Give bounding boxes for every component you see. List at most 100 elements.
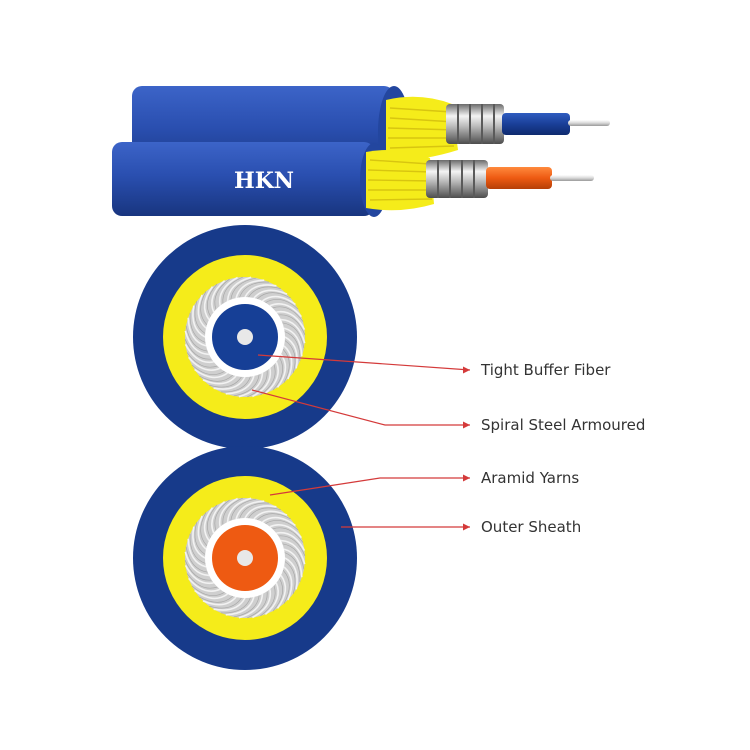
armor-spiral-shadow	[186, 352, 218, 368]
armor-spiral-shadow	[200, 291, 208, 325]
armor-spiral-shadow	[222, 276, 243, 304]
armor-spiral-shadow	[282, 570, 290, 604]
armor-spiral-shadow	[230, 498, 257, 521]
armor-spiral-shadow	[220, 597, 251, 614]
armor-spiral-shadow	[194, 301, 206, 334]
armor-spiral-shadow	[284, 340, 296, 373]
armor-spiral-shadow	[278, 314, 306, 335]
armor-spiral-strand	[276, 531, 306, 551]
armor-spiral-strand	[244, 505, 277, 519]
fiber-lower	[550, 175, 594, 181]
armor-spiral-shadow	[189, 312, 206, 343]
armor-spiral-shadow	[284, 561, 296, 594]
armor-spiral-strand	[192, 526, 206, 559]
armor-spiral-strand	[238, 372, 264, 398]
armor-spiral-shadow	[272, 527, 304, 543]
armor-spiral-strand	[187, 577, 221, 592]
armor-spiral-strand	[202, 375, 237, 385]
armor-spiral-strand	[238, 593, 264, 619]
arrow-spiral-steel	[463, 421, 470, 429]
armor-spiral-shadow	[248, 286, 281, 298]
arrow-tight-buffer	[463, 366, 470, 374]
armor-spiral-shadow	[206, 504, 218, 538]
armor-spiral-shadow	[209, 597, 242, 609]
armor-spiral-strand	[276, 574, 287, 609]
armor-spiral-shadow	[206, 283, 218, 317]
armor-spiral-shadow	[233, 595, 260, 618]
cross-fiber-lower	[237, 550, 253, 566]
armor-spiral-strand	[253, 510, 288, 520]
armor-spiral-shadow	[189, 533, 206, 564]
armor-spiral-strand	[261, 295, 296, 306]
armor-spiral-shadow	[247, 591, 268, 619]
armor-spiral-shadow	[185, 546, 208, 573]
armor-spiral-strand	[283, 345, 293, 380]
armor-spiral-strand	[253, 289, 288, 299]
armor-spiral-shadow	[220, 376, 251, 393]
armor-lower	[426, 160, 488, 198]
label-spiral-steel-armoured: Spiral Steel Armoured	[481, 416, 645, 434]
armor-spiral-shadow	[200, 512, 208, 546]
leader-aramid-yarns	[269, 477, 470, 496]
leader-lines	[251, 354, 471, 531]
armor-spiral-strand	[269, 303, 303, 318]
brand-logo: HKN	[234, 168, 294, 194]
tight-buffer-orange-tube	[486, 167, 552, 189]
armor-spiral-shadow	[282, 322, 305, 349]
outer-sheath-lower	[112, 142, 374, 216]
armor-spiral-strand	[276, 310, 306, 330]
armor-spiral-strand	[211, 500, 226, 534]
armor-spiral-strand	[264, 582, 279, 616]
armor-upper	[446, 104, 504, 144]
armor-spiral-strand	[197, 294, 207, 329]
armor-spiral-strand	[280, 539, 306, 565]
armor-spiral-shadow	[191, 364, 225, 376]
armor-spiral-strand	[184, 551, 210, 577]
armor-spiral-shadow	[191, 585, 225, 597]
armor-spiral-strand	[187, 317, 207, 347]
armor-spiral-strand	[203, 286, 214, 321]
armor-spiral-shadow	[282, 543, 305, 570]
armor-spiral-shadow	[214, 278, 230, 310]
cross-fiber-upper	[237, 329, 253, 345]
armor-spiral-upper	[184, 276, 306, 398]
armor-spiral-strand	[202, 596, 237, 606]
armor-spiral-shadow	[233, 374, 260, 397]
armor-spiral-strand	[283, 548, 303, 578]
armor-spiral-shadow	[257, 513, 291, 521]
armor-spiral-strand	[283, 327, 303, 357]
armor-spiral-shadow	[265, 519, 299, 531]
aramid-yarn-lower	[366, 150, 434, 211]
armor-spiral-shadow	[239, 502, 270, 519]
armor-spiral-strand	[264, 361, 279, 395]
armor-spiral-strand	[235, 500, 265, 520]
armor-spiral-strand	[194, 368, 229, 379]
armor-spiral-shadow	[186, 573, 218, 589]
armor-spiral-strand	[244, 284, 277, 298]
armor-spiral-shadow	[247, 370, 268, 398]
armor-spiral-strand	[225, 596, 255, 616]
armor-spiral-strand	[252, 368, 272, 398]
arrow-outer-sheath	[463, 523, 470, 531]
label-tight-buffer-fiber: Tight Buffer Fiber	[480, 361, 611, 379]
armor-spiral-shadow	[282, 349, 290, 383]
armor-spiral-strand	[203, 507, 214, 542]
armor-spiral-shadow	[278, 535, 306, 556]
armor-spiral-shadow	[222, 497, 243, 525]
armor-spiral-shadow	[185, 325, 208, 352]
callout-labels: Tight Buffer Fiber Spiral Steel Armoured…	[480, 361, 645, 536]
armor-spiral-strand	[280, 318, 306, 344]
armor-spiral-strand	[225, 375, 255, 395]
armor-spiral-strand	[284, 557, 298, 590]
armor-spiral-strand	[269, 524, 303, 539]
tight-buffer-blue-tube	[502, 113, 570, 135]
armor-spiral-shadow	[199, 374, 233, 382]
armor-spiral-strand	[218, 276, 238, 306]
armor-spiral-shadow	[230, 277, 257, 300]
armor-spiral-shadow	[184, 560, 212, 581]
armor-spiral-strand	[184, 344, 214, 364]
armor-spiral-shadow	[284, 331, 301, 362]
cross-section-upper	[133, 225, 357, 449]
armor-spiral-strand	[197, 515, 207, 550]
